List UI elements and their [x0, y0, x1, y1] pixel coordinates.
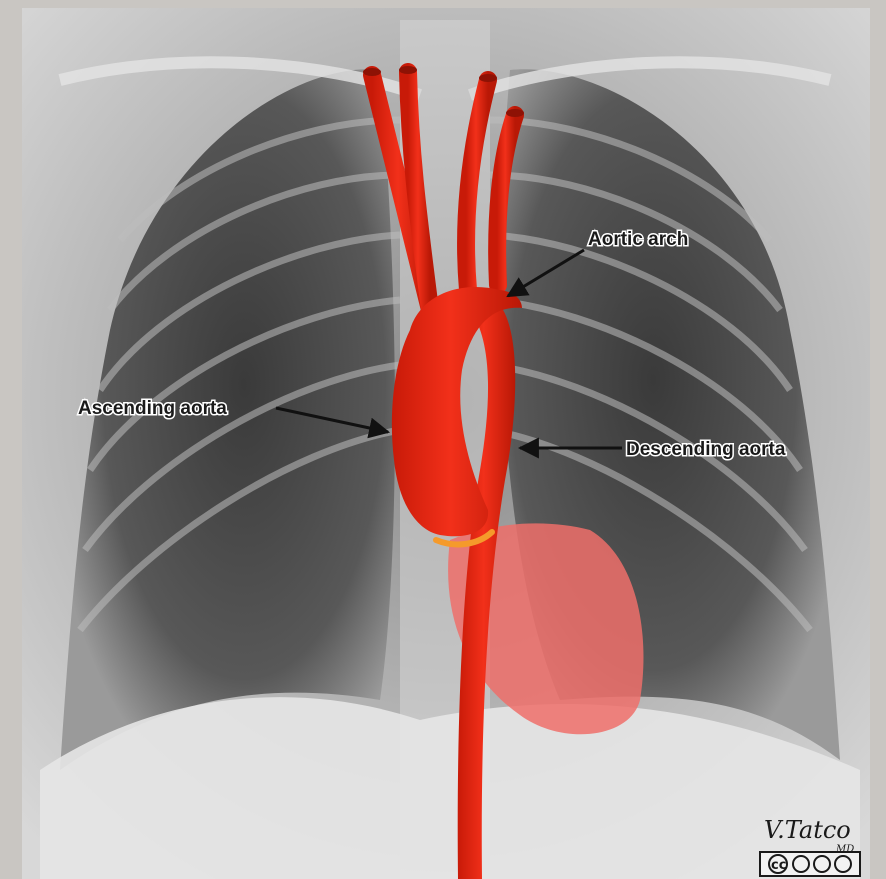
label-aortic-arch: Aortic arch	[588, 229, 688, 250]
label-ascending-aorta: Ascending aorta	[78, 398, 227, 419]
license-badge: cc	[760, 852, 860, 876]
label-descending-aorta: Descending aorta	[626, 439, 786, 460]
cc-text: cc	[771, 858, 786, 873]
signature-name: V.Tatco	[764, 816, 851, 844]
